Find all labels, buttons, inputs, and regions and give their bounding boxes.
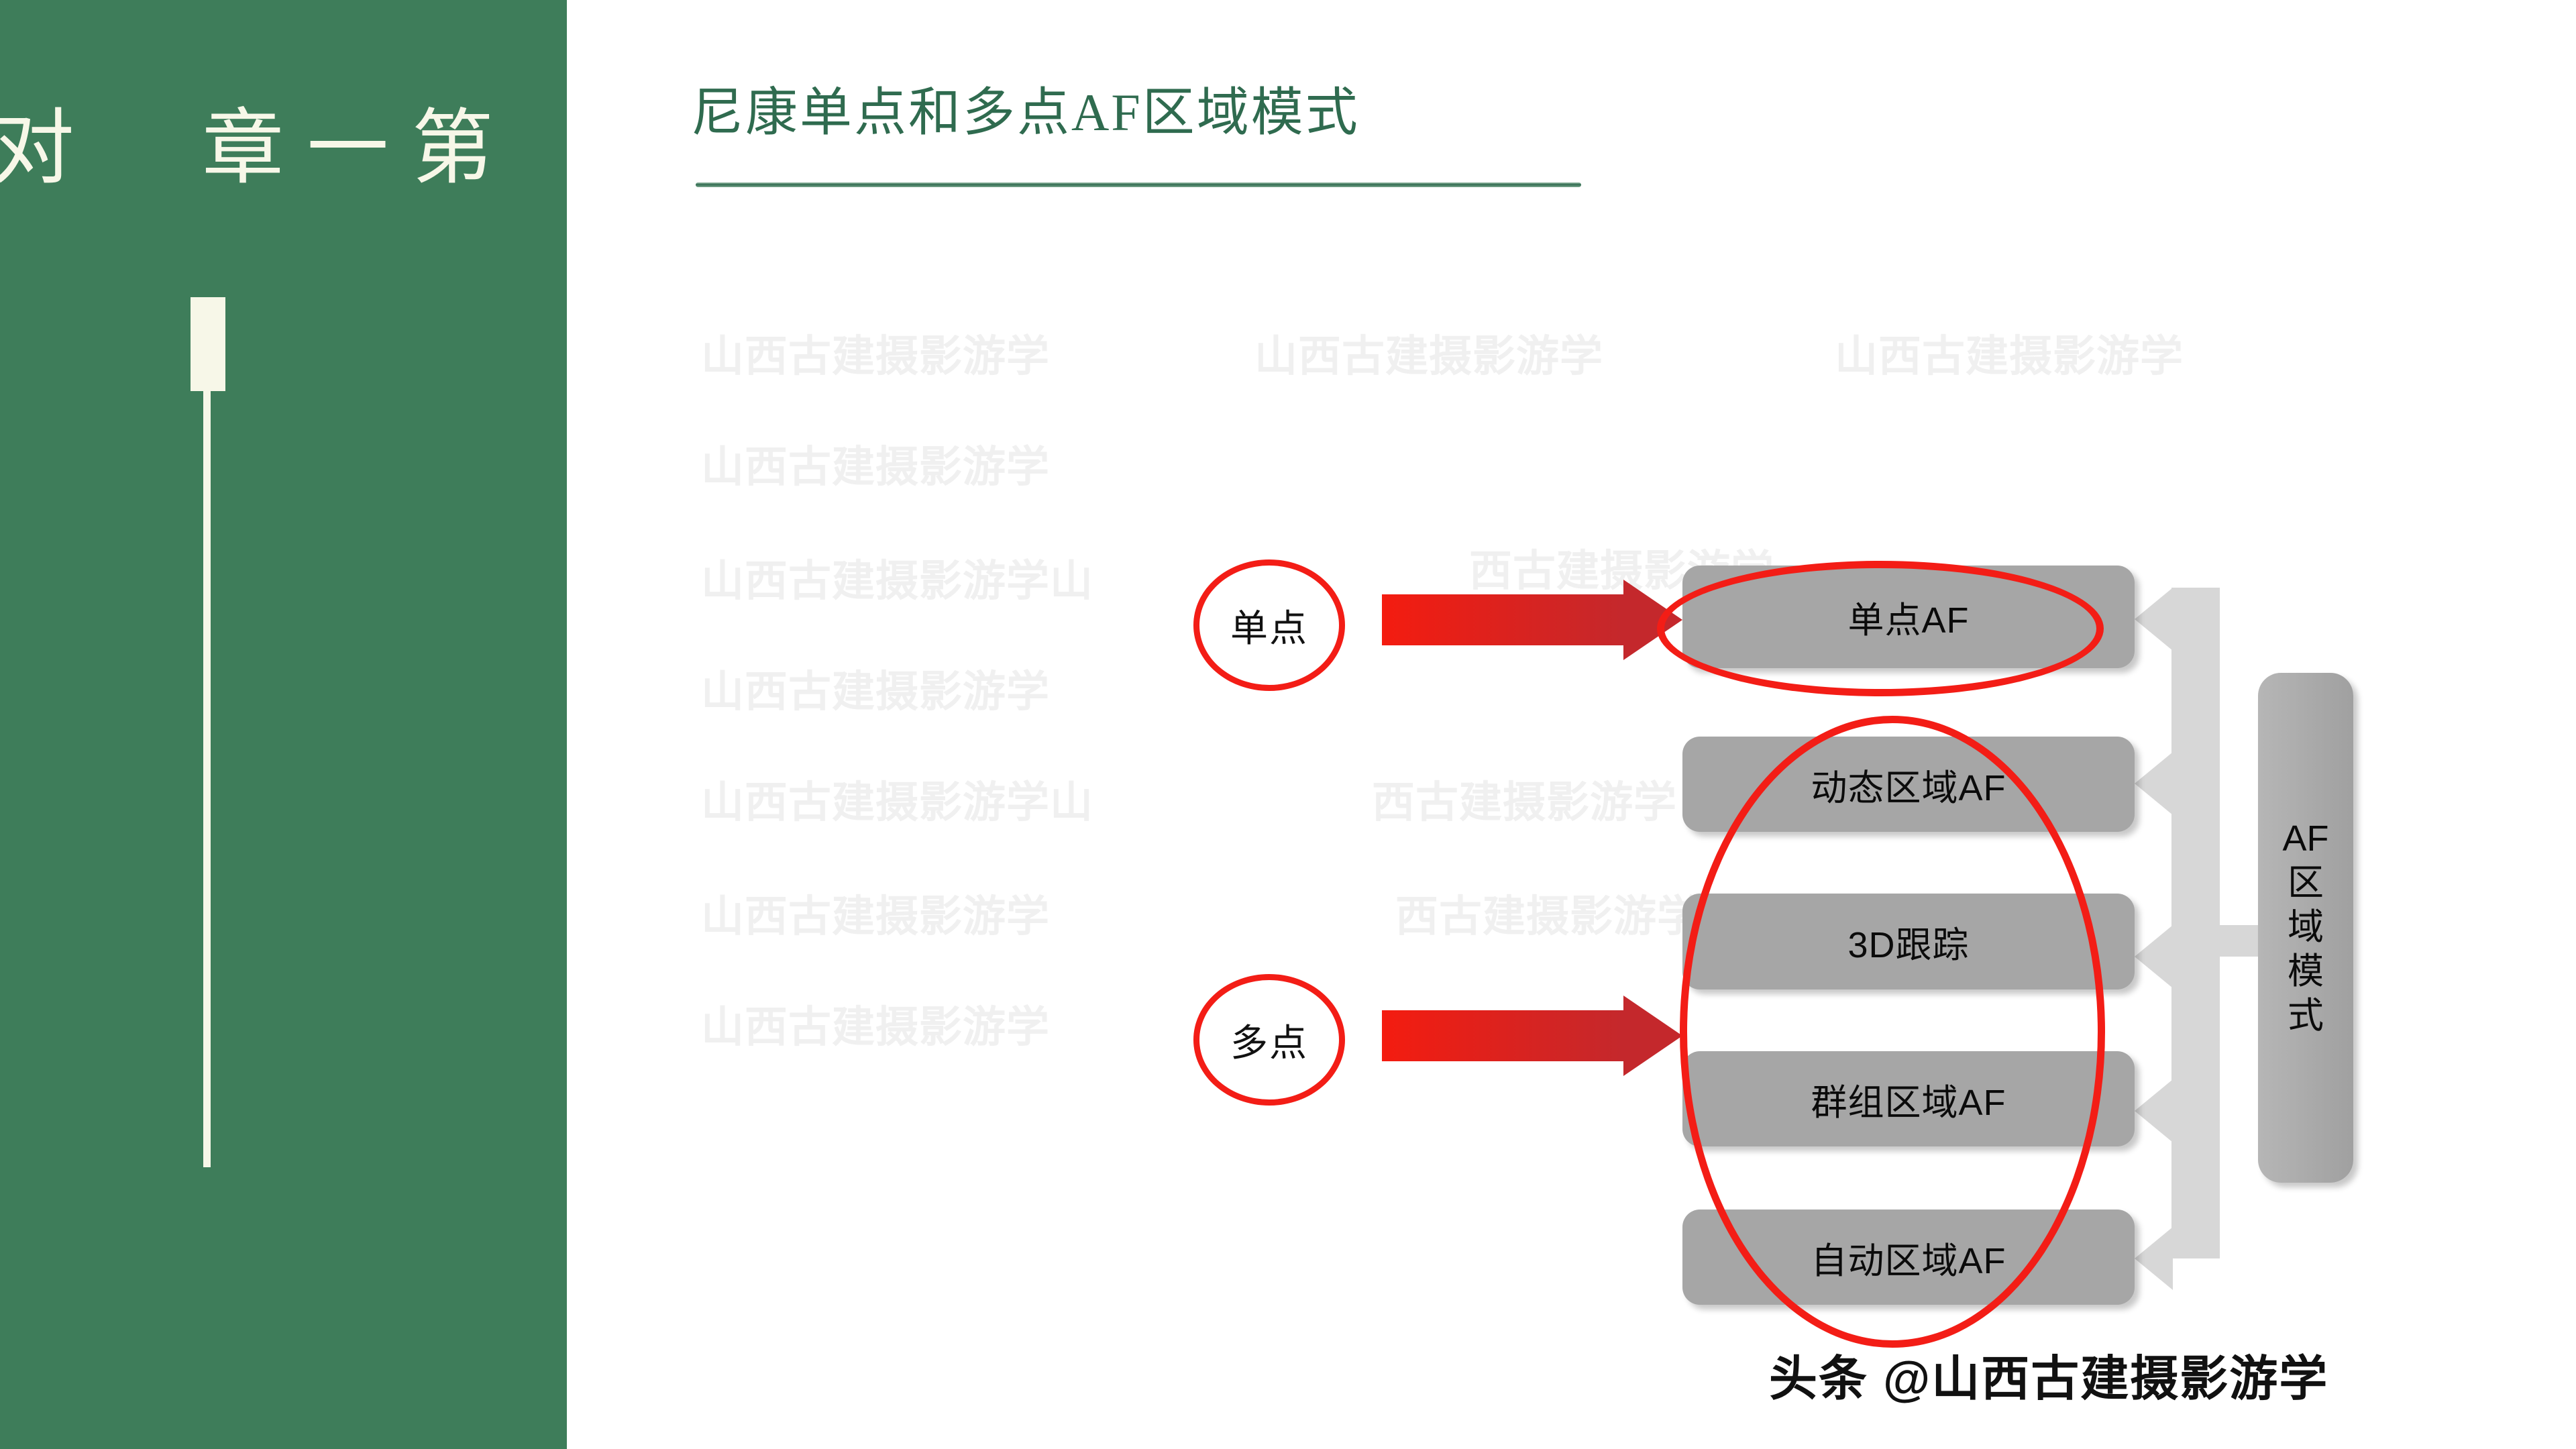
spine-arrow-tail-4 — [2171, 1079, 2212, 1111]
sidebar-rule-line-decoration — [203, 391, 211, 1167]
circle-label: 单点 — [1230, 606, 1308, 649]
chapter-title-vertical: 第 一 章 对 焦 体 系 — [0, 104, 490, 187]
spine-arrow-tail-5 — [2171, 1227, 2212, 1258]
red-arrow-multi-point — [1382, 996, 1682, 1076]
title-underline-divider — [696, 182, 1581, 187]
spine-arrow-tail-1 — [2171, 588, 2212, 619]
red-arrow-single-point — [1382, 580, 1682, 660]
circle-single-point[interactable]: 单点 — [1193, 559, 1345, 691]
highlight-ellipse-single-point — [1657, 561, 2104, 696]
spine-arrow-tail-3 — [2171, 925, 2212, 957]
highlight-ellipse-multi-point — [1680, 716, 2105, 1348]
spine-arrowhead-3-icon — [2135, 925, 2173, 988]
group-spine-connector — [2205, 925, 2267, 957]
group-spine-bar — [2171, 588, 2220, 1258]
page-title: 尼康单点和多点AF区域模式 — [691, 83, 1360, 142]
spine-arrowhead-4-icon — [2135, 1079, 2173, 1142]
af-area-mode-group-box[interactable]: AF 区 域 模 式 — [2258, 673, 2353, 1183]
chapter-sidebar: 第 一 章 对 焦 体 系 — [0, 0, 567, 1449]
spine-arrow-tail-2 — [2171, 752, 2212, 784]
spine-arrowhead-2-icon — [2135, 752, 2173, 815]
circle-multi-point[interactable]: 多点 — [1193, 974, 1345, 1106]
af-area-mode-label: AF 区 域 模 式 — [2282, 818, 2329, 1036]
sidebar-rule-cap-decoration — [191, 297, 225, 391]
spine-arrowhead-5-icon — [2135, 1227, 2173, 1290]
circle-label: 多点 — [1230, 1021, 1308, 1064]
spine-arrowhead-1-icon — [2135, 588, 2173, 651]
footer-brand-watermark: 头条 @山西古建摄影游学 — [1769, 1352, 2329, 1406]
